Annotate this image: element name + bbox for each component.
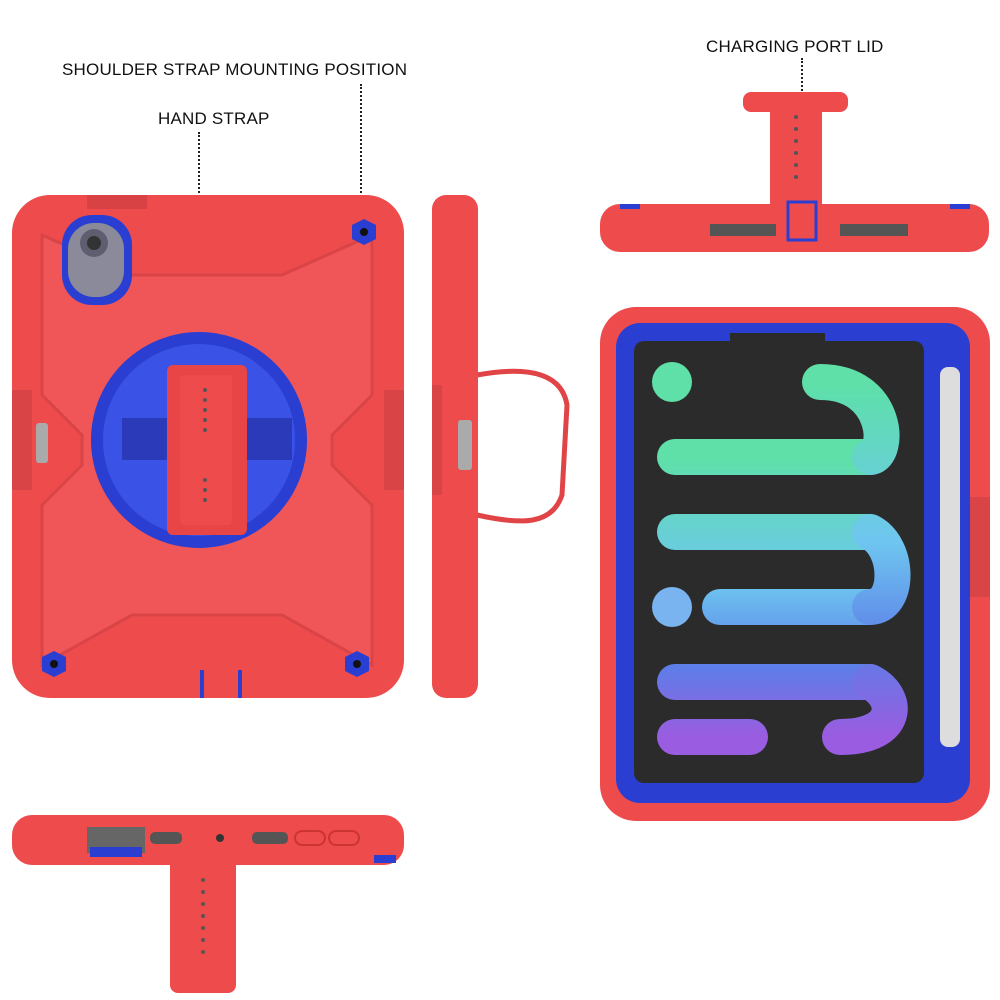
- shoulder-strap-label: SHOULDER STRAP MOUNTING POSITION: [62, 60, 408, 79]
- case-top-view: [600, 92, 989, 252]
- case-front-screen-view: [600, 307, 990, 821]
- hand-strap-label: HAND STRAP: [158, 109, 270, 128]
- case-bottom-view: [12, 815, 404, 995]
- charging-port-lid-label: CHARGING PORT LID: [706, 37, 884, 56]
- shoulder-strap-pointer: [360, 84, 362, 224]
- case-back-view: [12, 195, 404, 698]
- case-side-view: [432, 195, 582, 698]
